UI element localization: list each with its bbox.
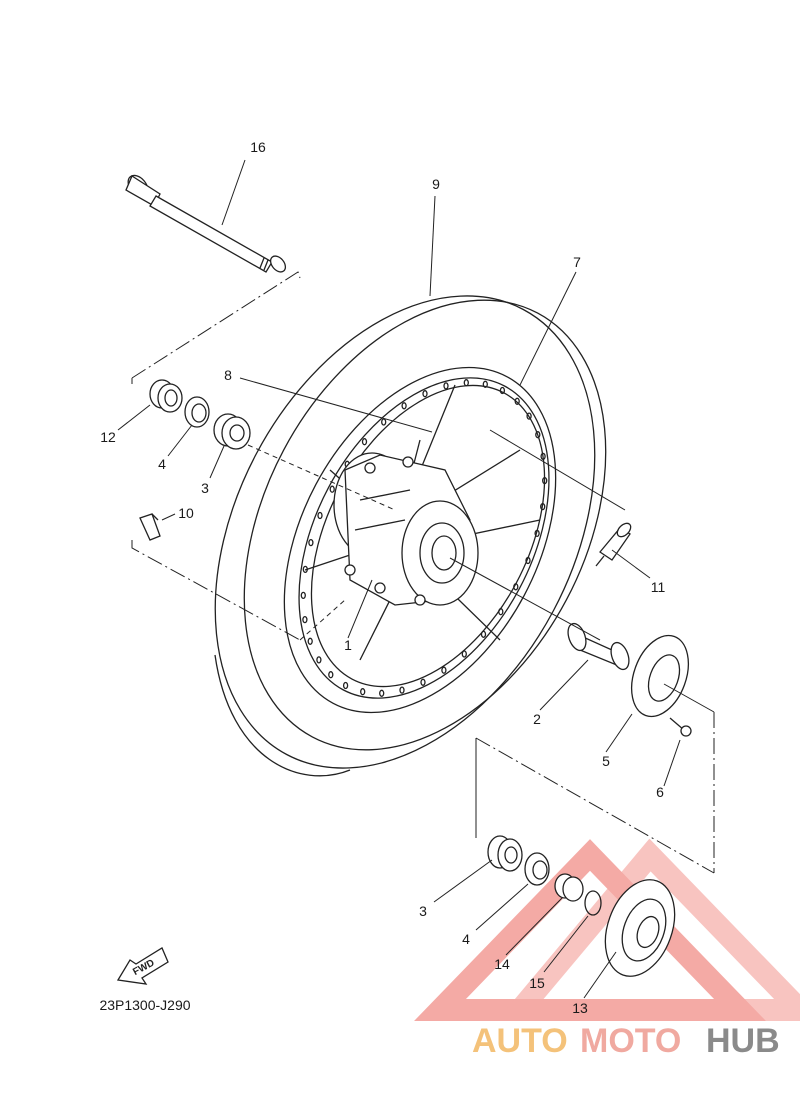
callout-6: 6 <box>656 784 664 800</box>
oil-seal-4-left <box>184 396 210 428</box>
callout-1: 1 <box>344 637 352 653</box>
rim-hole <box>302 615 308 624</box>
callout-4-left: 4 <box>158 456 166 472</box>
rim-hole <box>542 476 548 485</box>
bolt-6 <box>669 717 692 737</box>
rim-hole <box>441 666 447 674</box>
oil-seal-4-right <box>524 852 550 886</box>
watermark: AUTO MOTO HUB <box>472 1022 780 1060</box>
callout-12: 12 <box>100 429 116 445</box>
rim-hole <box>342 681 349 690</box>
balance-weight-10 <box>139 513 161 541</box>
rim-spoke-holes <box>300 379 548 697</box>
rim-hole <box>525 556 531 565</box>
rim-hole <box>534 529 540 538</box>
rim-hole <box>526 412 532 420</box>
callout-2: 2 <box>533 711 541 727</box>
rim-hole <box>514 397 520 405</box>
watermark-moto: MOTO <box>580 1022 681 1060</box>
collar-12 <box>149 379 183 413</box>
callout-10: 10 <box>178 505 194 521</box>
rim-hole <box>401 402 407 410</box>
rim-hole <box>498 608 504 616</box>
rim-hole <box>308 538 314 547</box>
watermark-hub: HUB <box>706 1022 780 1060</box>
rim-hole <box>317 511 323 520</box>
callout-9: 9 <box>432 176 440 192</box>
front-axle <box>125 174 287 273</box>
rim-hole <box>461 650 467 658</box>
callout-3-right: 3 <box>419 903 427 919</box>
watermark-auto: AUTO <box>472 1022 568 1060</box>
meter-gear-unit-13 <box>604 879 676 977</box>
rim-hole <box>381 418 387 426</box>
collar-2 <box>567 622 630 671</box>
rim-hole <box>300 591 306 600</box>
leader-lines <box>117 159 681 999</box>
rim-hole <box>328 671 334 679</box>
rim-hole <box>535 431 541 439</box>
forward-direction-arrow: FWD <box>116 947 169 985</box>
callout-15: 15 <box>529 975 545 991</box>
callout-4-right: 4 <box>462 931 470 947</box>
o-ring-15 <box>584 890 602 916</box>
rim-hole <box>540 502 546 511</box>
rim-hole <box>540 452 546 461</box>
rim-hole <box>316 656 322 664</box>
tire <box>214 295 607 777</box>
callout-7: 7 <box>573 254 581 270</box>
callout-16: 16 <box>250 139 266 155</box>
tire-valve-11 <box>595 522 632 567</box>
rim-hole <box>307 637 313 645</box>
rim-hole <box>329 485 335 493</box>
hub-plate-5 <box>631 634 689 718</box>
rim-hole <box>399 686 405 694</box>
rim-hole <box>513 583 519 591</box>
callout-14: 14 <box>494 956 510 972</box>
callout-5: 5 <box>602 753 610 769</box>
assembly-lines <box>131 271 715 874</box>
rim-hole <box>379 689 385 697</box>
rim-hole <box>443 382 449 390</box>
callout-labels: 16 9 7 8 12 4 3 10 11 1 2 5 6 3 4 14 15 … <box>100 139 665 1016</box>
callout-11: 11 <box>651 579 666 595</box>
bearing-3-left <box>213 413 251 450</box>
rim-hole <box>422 390 428 398</box>
rim-hole <box>499 386 506 395</box>
callout-8: 8 <box>224 367 232 383</box>
rim-hole <box>360 688 366 696</box>
callout-3-left: 3 <box>201 480 209 496</box>
rim-hole <box>482 380 488 388</box>
bearing-3-right <box>487 835 523 872</box>
rim-hole <box>480 630 487 638</box>
diagram-code: 23P1300-J290 <box>99 997 190 1013</box>
rim-hole <box>463 379 469 387</box>
rim-hole <box>420 678 426 686</box>
collar-14 <box>554 873 584 902</box>
hub <box>333 452 479 606</box>
rim-hole <box>361 438 368 446</box>
callout-13: 13 <box>572 1000 588 1016</box>
